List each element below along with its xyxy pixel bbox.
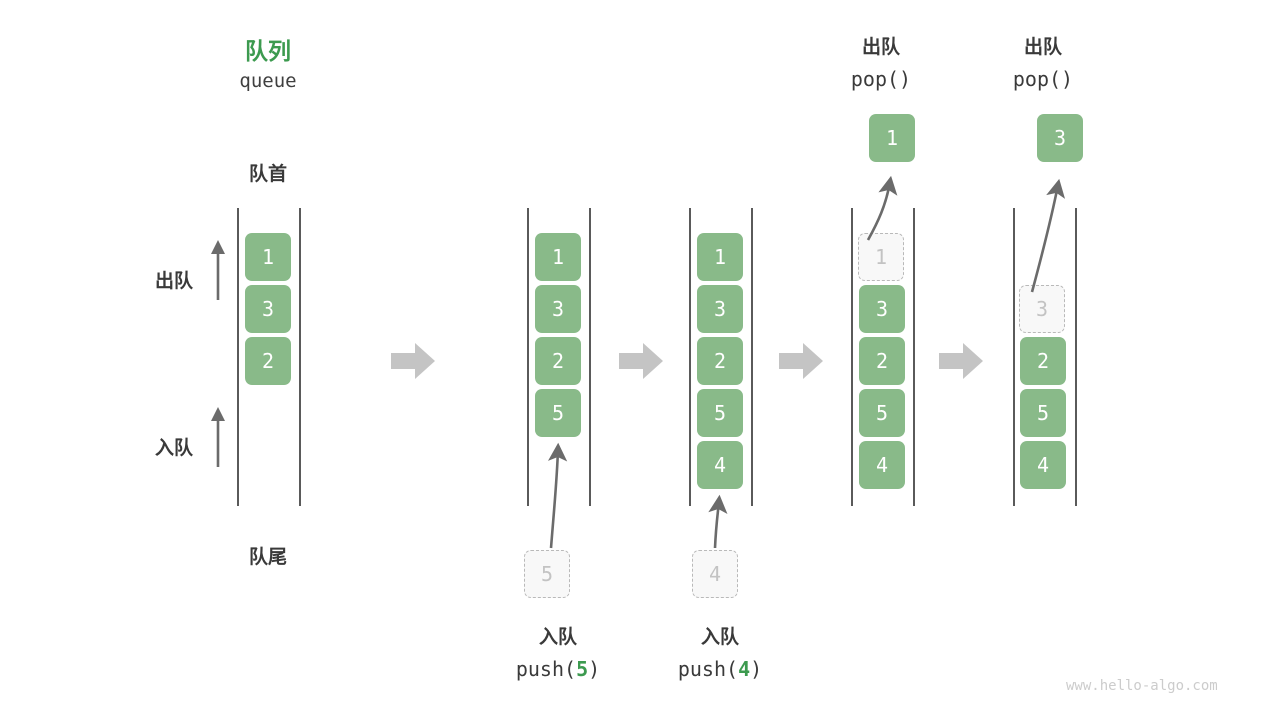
push-code-prefix: push( <box>515 657 577 681</box>
push-op-label-cn: 入队 <box>700 626 739 648</box>
push-code-value: 4 <box>738 657 751 681</box>
push-5-motion-arrow <box>547 442 568 549</box>
queue-cell: 2 <box>859 337 905 385</box>
queue-cell: 1 <box>245 233 291 281</box>
queue-title-en: queue <box>239 70 297 92</box>
push-4-motion-arrow <box>708 494 728 549</box>
queue-cell-new: 5 <box>535 389 581 437</box>
queue-cell: 3 <box>535 285 581 333</box>
push-op-code: push(5) <box>478 657 638 681</box>
queue-cell: 3 <box>245 285 291 333</box>
pop-1-motion-arrow <box>866 175 898 241</box>
queue-cell-vacant <box>1020 233 1066 281</box>
queue-cell-new: 4 <box>697 441 743 489</box>
queue-title-cn: 队列 <box>245 39 291 65</box>
pop-op-label-cn: 出队 <box>861 36 900 58</box>
queue-cell: 4 <box>1020 441 1066 489</box>
queue-cell: 3 <box>697 285 743 333</box>
queue-cell-removed: 1 <box>858 233 904 281</box>
queue-cell: 3 <box>859 285 905 333</box>
rail-left-col-2 <box>527 208 529 506</box>
queue-cell: 5 <box>697 389 743 437</box>
pop-op-code: pop() <box>850 67 912 91</box>
enqueue-direction-arrow-icon <box>211 407 225 467</box>
popped-element: 3 <box>1037 114 1083 162</box>
queue-cell: 5 <box>1020 389 1066 437</box>
incoming-element-ghost: 4 <box>692 550 738 598</box>
rail-left-col-4 <box>851 208 853 506</box>
push-code-value: 5 <box>576 657 589 681</box>
queue-cell: 2 <box>1020 337 1066 385</box>
queue-cell: 5 <box>859 389 905 437</box>
front-label: 队首 <box>248 163 287 185</box>
rail-right-col-2 <box>589 208 591 506</box>
step-separator-arrow-icon <box>391 343 435 379</box>
pop-op-code: pop() <box>1012 67 1074 91</box>
push-op-code: push(4) <box>640 657 800 681</box>
rail-right-col-3 <box>751 208 753 506</box>
rear-label: 队尾 <box>248 546 287 568</box>
queue-cell: 1 <box>697 233 743 281</box>
rail-right-col-4 <box>913 208 915 506</box>
popped-element: 1 <box>869 114 915 162</box>
rail-right-col-1 <box>299 208 301 506</box>
queue-cell: 1 <box>535 233 581 281</box>
step-separator-arrow-icon <box>939 343 983 379</box>
enqueue-direction-label: 入队 <box>154 437 193 459</box>
push-code-prefix: push( <box>677 657 739 681</box>
step-separator-arrow-icon <box>779 343 823 379</box>
queue-cell-removed: 3 <box>1019 285 1065 333</box>
queue-cell: 4 <box>859 441 905 489</box>
push-op-label-cn: 入队 <box>538 626 577 648</box>
rail-right-col-5 <box>1075 208 1077 506</box>
push-code-suffix: ) <box>588 657 601 681</box>
rail-left-col-3 <box>689 208 691 506</box>
watermark: www.hello-algo.com <box>1066 678 1218 694</box>
dequeue-direction-arrow-icon <box>211 240 225 300</box>
push-code-suffix: ) <box>750 657 763 681</box>
queue-cell: 2 <box>245 337 291 385</box>
queue-cell: 2 <box>535 337 581 385</box>
rail-left-col-1 <box>237 208 239 506</box>
step-separator-arrow-icon <box>619 343 663 379</box>
rail-left-col-5 <box>1013 208 1015 506</box>
incoming-element-ghost: 5 <box>524 550 570 598</box>
dequeue-direction-label: 出队 <box>154 270 193 292</box>
pop-op-label-cn: 出队 <box>1023 36 1062 58</box>
queue-cell: 2 <box>697 337 743 385</box>
